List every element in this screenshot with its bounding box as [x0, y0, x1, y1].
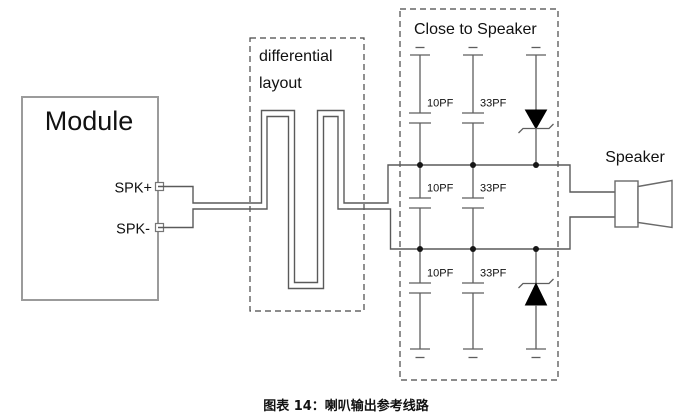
- speaker-horn: [637, 179, 673, 229]
- capacitor-label: 10PF: [427, 98, 454, 110]
- module-block: Module SPK+ SPK-: [21, 96, 165, 301]
- capacitor-33pf-middle: 33PF: [462, 165, 507, 249]
- close-to-speaker-title: Close to Speaker: [414, 21, 537, 38]
- differential-layout-box: differential layout: [249, 37, 365, 312]
- ground-symbol-bottom-3: [526, 348, 546, 359]
- pin-label-spk-minus: SPK-: [116, 222, 150, 238]
- junction-dot: [533, 162, 539, 168]
- junction-dot: [470, 162, 476, 168]
- ground-symbol-top-1: [410, 46, 430, 56]
- capacitor-label: 10PF: [427, 183, 454, 195]
- ground-symbol-top-2: [463, 46, 483, 56]
- junction-dot: [417, 162, 423, 168]
- module-box: [21, 96, 159, 301]
- tvs-diode-top: [518, 55, 554, 165]
- junction-dot: [417, 246, 423, 252]
- pin-label-spk-plus: SPK+: [115, 181, 152, 197]
- ground-symbol-bottom-2: [463, 348, 483, 359]
- figure-caption: 图表 14：喇叭输出参考线路: [263, 398, 430, 414]
- differential-trace-negative: [158, 115, 615, 290]
- differential-dashed-border: [249, 37, 365, 312]
- capacitor-10pf-middle: 10PF: [409, 165, 454, 249]
- differential-trace-positive: [158, 109, 615, 284]
- capacitor-10pf-top: 10PF: [409, 55, 454, 165]
- speaker-symbol: Speaker: [605, 149, 673, 229]
- tvs-diode-bottom: [518, 249, 554, 349]
- junction-dot: [470, 246, 476, 252]
- capacitor-label: 33PF: [480, 268, 507, 280]
- capacitor-33pf-bottom: 33PF: [462, 249, 507, 349]
- differential-label-line2: layout: [259, 75, 302, 92]
- speaker-body: [614, 180, 639, 228]
- ground-symbol-top-3: [526, 46, 546, 56]
- differential-label-line1: differential: [259, 48, 333, 65]
- capacitor-label: 33PF: [480, 183, 507, 195]
- junction-dot: [533, 246, 539, 252]
- module-title: Module: [45, 106, 134, 136]
- ground-symbol-bottom-1: [410, 348, 430, 359]
- diode-triangle: [524, 109, 548, 130]
- close-to-speaker-dashed-border: [399, 8, 559, 381]
- close-to-speaker-box: Close to Speaker: [399, 8, 559, 381]
- capacitor-label: 33PF: [480, 98, 507, 110]
- capacitor-10pf-bottom: 10PF: [409, 249, 454, 349]
- capacitor-33pf-top: 33PF: [462, 55, 507, 165]
- diode-triangle: [524, 282, 548, 306]
- capacitor-label: 10PF: [427, 268, 454, 280]
- speaker-label: Speaker: [605, 149, 665, 166]
